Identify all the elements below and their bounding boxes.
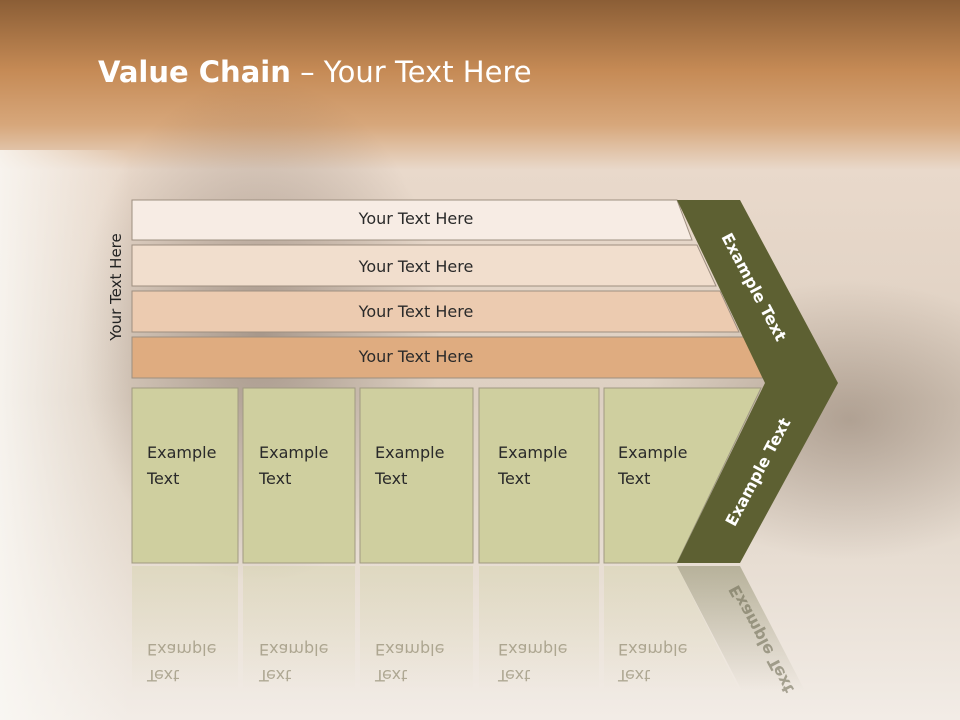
column-2 xyxy=(242,387,356,564)
band-3 xyxy=(131,290,740,333)
reflection-column-2 xyxy=(243,566,355,691)
band-2 xyxy=(131,244,717,287)
reflection-column-1 xyxy=(132,566,238,691)
title-bold: Value Chain xyxy=(98,55,291,89)
column-5-line2: Text xyxy=(618,469,651,488)
column-4-line1: Example xyxy=(498,443,568,462)
band-3-label: Your Text Here xyxy=(358,302,474,321)
reflection-column-4 xyxy=(479,566,599,691)
arrow-lower xyxy=(677,383,838,563)
column-1-line2: Text xyxy=(147,469,180,488)
column-2-line2: Text xyxy=(259,469,292,488)
column-3 xyxy=(359,387,474,564)
reflection-column-3 xyxy=(360,566,473,691)
column-1-line1: Example xyxy=(147,443,217,462)
column-2-line1: Example xyxy=(259,443,329,462)
column-3-line2: Text xyxy=(375,469,408,488)
background-light-area xyxy=(0,150,130,720)
column-4-line2: Text xyxy=(498,469,531,488)
title-rest: – Your Text Here xyxy=(290,55,532,89)
slide-title: Value Chain – Your Text Here xyxy=(98,55,532,89)
column-5-line1: Example xyxy=(618,443,688,462)
reflection-column-5 xyxy=(604,566,740,691)
reflection-arrow-label: Example Text xyxy=(724,581,798,696)
column-4 xyxy=(478,387,600,564)
band-1-label: Your Text Here xyxy=(358,209,474,228)
band-1 xyxy=(131,199,693,241)
column-3-line1: Example xyxy=(375,443,445,462)
band-4-label: Your Text Here xyxy=(358,347,474,366)
column-1 xyxy=(131,387,239,564)
band-2-label: Your Text Here xyxy=(358,257,474,276)
reflection-arrow xyxy=(677,566,805,691)
arrow-upper xyxy=(677,200,838,383)
